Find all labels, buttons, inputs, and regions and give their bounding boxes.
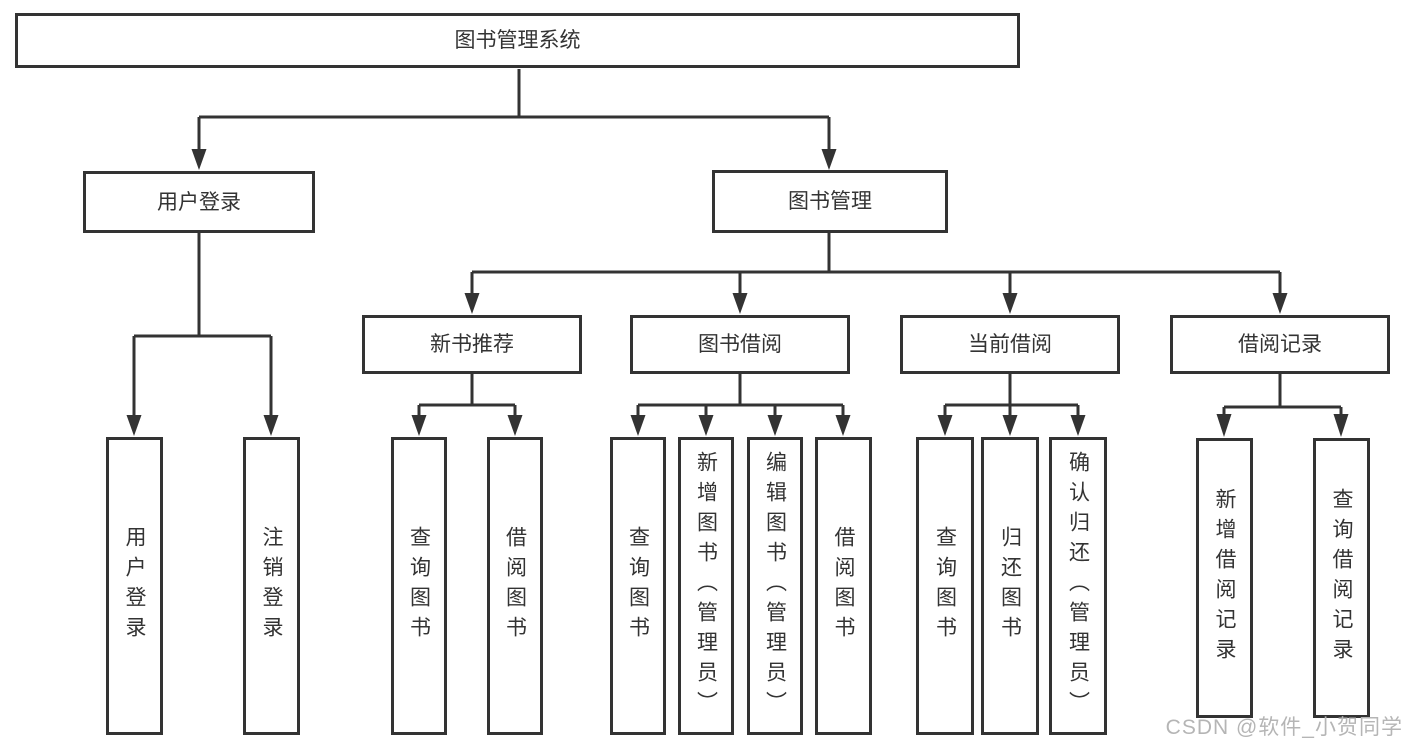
- node-current-borrow: 当前借阅: [900, 315, 1120, 374]
- node-book-borrow: 图书借阅: [630, 315, 850, 374]
- edge-records-children: [1222, 374, 1343, 418]
- leaf-logout-login: 注销登录: [243, 437, 300, 735]
- leaf-recommend-query-books-label: 查询图书: [407, 526, 431, 646]
- node-root: 图书管理系统: [15, 13, 1020, 68]
- leaf-recommend-borrow-books-label: 借阅图书: [503, 526, 527, 646]
- arrow-down-icon: [767, 415, 783, 436]
- leaf-borrow-borrow-books: 借阅图书: [815, 437, 872, 735]
- leaf-current-return-books-label: 归还图书: [998, 526, 1022, 646]
- node-current-borrow-label: 当前借阅: [968, 333, 1052, 356]
- node-user-login-label: 用户登录: [157, 190, 241, 214]
- arrow-down-icon: [411, 415, 427, 436]
- edge-recommend-children: [417, 374, 517, 417]
- arrow-down-icon: [464, 293, 480, 314]
- arrow-down-icon: [937, 415, 953, 436]
- arrow-down-icon: [1333, 414, 1349, 437]
- leaf-current-query-books: 查询图书: [916, 437, 974, 735]
- arrow-down-icon: [835, 415, 851, 436]
- arrow-down-icon: [1070, 415, 1086, 436]
- edge-current-children: [943, 374, 1080, 417]
- leaf-borrow-borrow-books-label: 借阅图书: [832, 526, 855, 646]
- arrow-down-icon: [1272, 293, 1288, 314]
- edge-user-login-children: [132, 233, 273, 417]
- leaf-logout-login-label: 注销登录: [260, 526, 283, 646]
- arrow-down-icon: [263, 415, 279, 436]
- csdn-watermark: CSDN @软件_小贺同学: [1165, 716, 1403, 739]
- arrow-down-icon: [698, 415, 714, 436]
- edge-book-mgmt-children: [470, 233, 1282, 295]
- node-book-borrow-label: 图书借阅: [698, 333, 782, 356]
- node-new-book-recommend-label: 新书推荐: [430, 333, 514, 356]
- leaf-borrow-query-books-label: 查询图书: [626, 526, 650, 646]
- arrow-down-icon: [507, 415, 523, 436]
- arrow-down-icon: [630, 415, 646, 436]
- leaf-borrow-add-books-admin: 新增图书（管理员）: [678, 437, 734, 735]
- arrow-down-icon: [821, 149, 837, 170]
- arrow-down-icon: [1002, 293, 1018, 314]
- arrowheads: [126, 149, 1349, 437]
- leaf-current-return-books: 归还图书: [981, 437, 1039, 735]
- leaf-borrow-edit-books-admin: 编辑图书（管理员）: [747, 437, 803, 735]
- leaf-current-confirm-return-admin: 确认归还（管理员）: [1049, 437, 1107, 735]
- node-borrow-records-label: 借阅记录: [1238, 333, 1322, 356]
- leaf-current-confirm-return-admin-label: 确认归还（管理员）: [1066, 451, 1090, 721]
- leaf-records-query-record: 查询借阅记录: [1313, 438, 1370, 718]
- node-root-label: 图书管理系统: [454, 29, 581, 52]
- node-borrow-records: 借阅记录: [1170, 315, 1390, 374]
- leaf-borrow-add-books-admin-label: 新增图书（管理员）: [694, 451, 718, 721]
- arrow-down-icon: [1002, 415, 1018, 436]
- arrow-down-icon: [732, 293, 748, 314]
- arrow-down-icon: [126, 415, 142, 436]
- leaf-recommend-query-books: 查询图书: [391, 437, 447, 735]
- leaf-user-login-label: 用户登录: [123, 526, 146, 646]
- edge-borrow-children: [636, 374, 845, 417]
- leaf-records-query-record-label: 查询借阅记录: [1330, 488, 1353, 668]
- node-new-book-recommend: 新书推荐: [362, 315, 582, 374]
- arrow-down-icon: [191, 149, 207, 170]
- leaf-user-login: 用户登录: [106, 437, 163, 735]
- leaf-records-add-record-label: 新增借阅记录: [1213, 488, 1236, 668]
- node-book-management: 图书管理: [712, 170, 948, 233]
- edge-root-to-level2: [197, 69, 831, 151]
- leaf-recommend-borrow-books: 借阅图书: [487, 437, 543, 735]
- leaf-records-add-record: 新增借阅记录: [1196, 438, 1253, 718]
- node-user-login: 用户登录: [83, 171, 315, 233]
- node-book-management-label: 图书管理: [788, 190, 872, 213]
- leaf-borrow-edit-books-admin-label: 编辑图书（管理员）: [763, 451, 787, 721]
- leaf-borrow-query-books: 查询图书: [610, 437, 666, 735]
- leaf-current-query-books-label: 查询图书: [933, 526, 957, 646]
- arrow-down-icon: [1216, 414, 1232, 437]
